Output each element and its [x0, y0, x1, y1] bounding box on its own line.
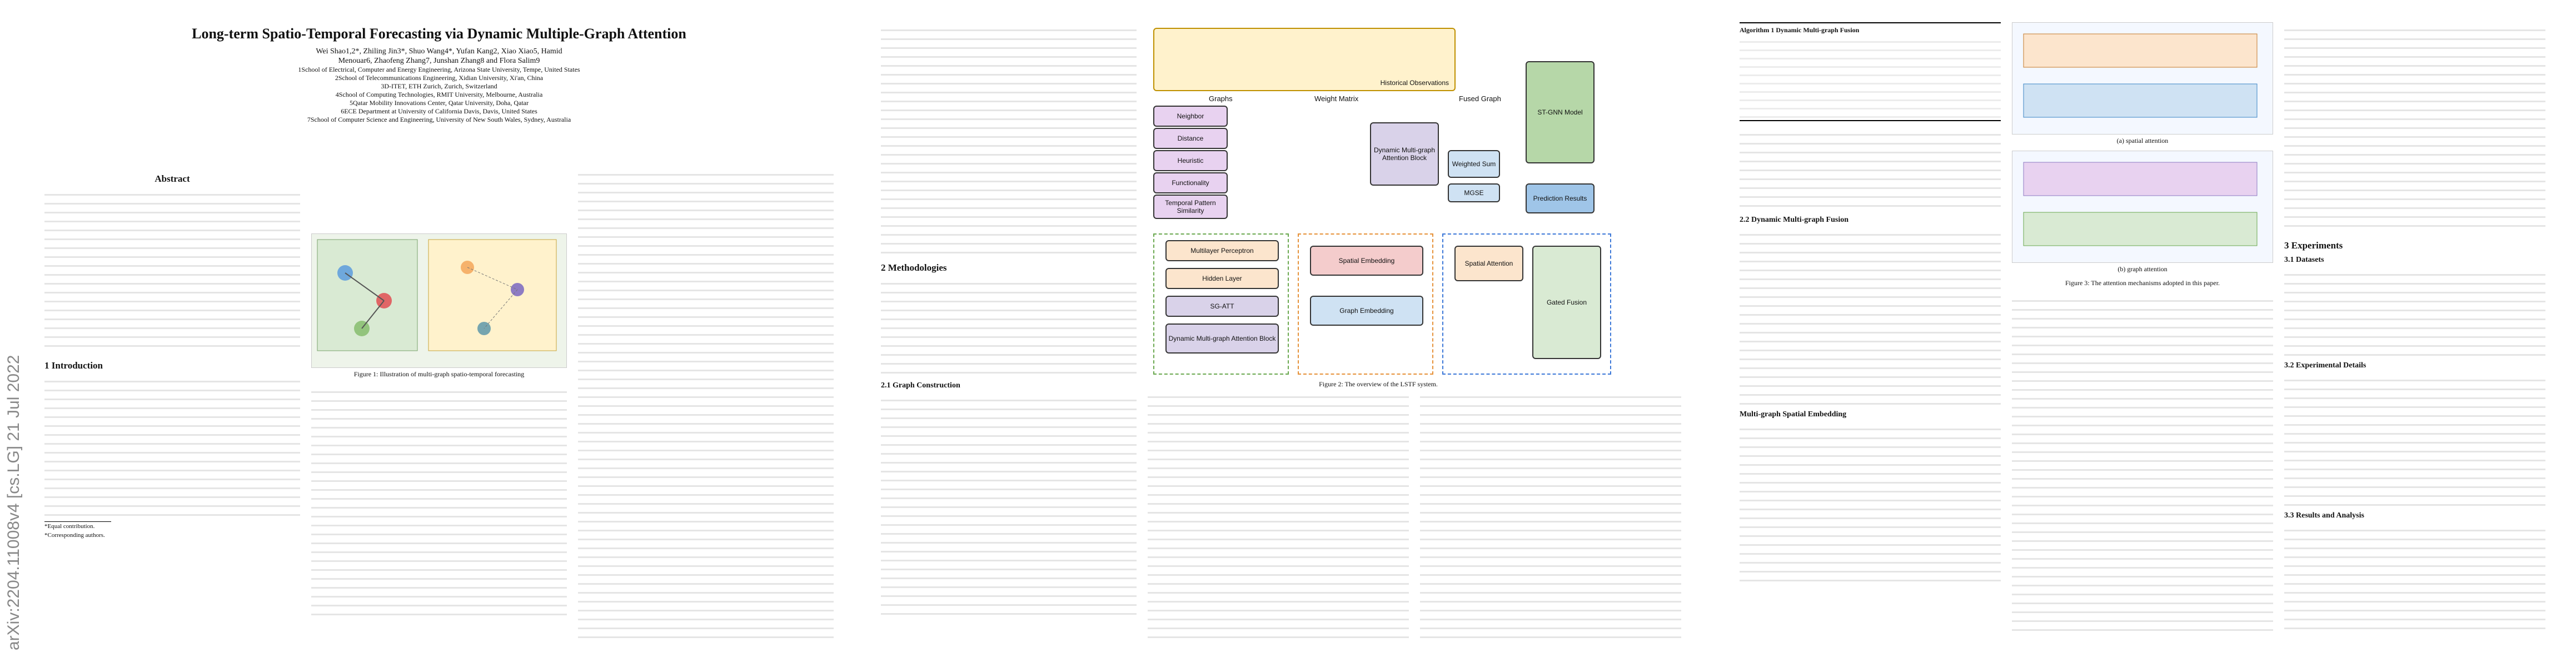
- temporal-graph: Temporal Pattern Similarity: [1153, 195, 1228, 219]
- mgse-block: MGSE: [1448, 183, 1500, 202]
- figure-1: Figure 1: Illustration of multi-graph sp…: [311, 233, 567, 618]
- graphs-label: Graphs: [1209, 94, 1233, 103]
- weighted-sum-block: Weighted Sum: [1448, 150, 1500, 178]
- page1-left-column: Abstract 1 Introduction *Equal contribut…: [44, 167, 300, 540]
- footnote-equal: *Equal contribution.: [44, 523, 95, 530]
- figure-3-caption: Figure 3: The attention mechanisms adopt…: [2065, 279, 2220, 287]
- footnote-corresponding: *Corresponding authors.: [44, 532, 105, 539]
- page3-middle-text: [2012, 293, 2273, 638]
- sgatt-block: SG-ATT: [1165, 296, 1279, 317]
- figure-3a: [2012, 22, 2273, 135]
- page3-left-column: Algorithm 1 Dynamic Multi-graph Fusion 2…: [1740, 22, 2001, 588]
- functionality-graph: Functionality: [1153, 172, 1228, 193]
- page2-right-text: [1420, 389, 1681, 645]
- affiliation-7: 7School of Computer Science and Engineer…: [307, 116, 571, 123]
- fused-graph-label: Fused Graph: [1459, 94, 1501, 103]
- page1-right-text: [578, 167, 834, 645]
- weight-matrix-label: Weight Matrix: [1314, 94, 1359, 103]
- mlp-block: Multilayer Perceptron: [1165, 240, 1279, 261]
- abstract-heading: Abstract: [155, 173, 190, 184]
- spatial-attention-block: Spatial Attention: [1454, 246, 1523, 281]
- section-2-2-heading: 2.2 Dynamic Multi-graph Fusion: [1740, 216, 1849, 224]
- spatial-embedding-block: Spatial Embedding: [1310, 246, 1423, 276]
- algorithm-1: Algorithm 1 Dynamic Multi-graph Fusion: [1740, 22, 2001, 121]
- affiliation-5: 5Qatar Mobility Innovations Center, Qata…: [350, 99, 529, 107]
- figure-3b-caption: (b) graph attention: [2117, 265, 2168, 273]
- figure-3a-caption: (a) spatial attention: [2116, 137, 2169, 145]
- dmga-block-detail: Dynamic Multi-graph Attention Block: [1165, 323, 1279, 354]
- stgnn-block: ST-GNN Model: [1526, 61, 1595, 163]
- datasets-heading: 3.1 Datasets: [2284, 256, 2324, 264]
- gated-fusion-block: Gated Fusion: [1532, 246, 1601, 359]
- hidden-layer-block: Hidden Layer: [1165, 268, 1279, 289]
- page2-left-text-top: 2 Methodologies 2.1 Graph Construction: [881, 22, 1137, 615]
- heuristic-graph: Heuristic: [1153, 150, 1228, 171]
- page-1: arXiv:2204.11008v4 [cs.LG] 21 Jul 2022 L…: [0, 0, 859, 667]
- intro-text: [44, 374, 300, 518]
- page2-middle-text: [1148, 389, 1409, 645]
- distance-graph: Distance: [1153, 128, 1228, 149]
- results-heading: 3.3 Results and Analysis: [2284, 511, 2364, 520]
- page1-middle-text: [311, 384, 567, 618]
- algorithm-title: Algorithm 1 Dynamic Multi-graph Fusion: [1740, 26, 1860, 34]
- affiliation-1: 1School of Electrical, Computer and Ener…: [298, 66, 580, 73]
- historical-observations-label: Historical Observations: [1380, 79, 1449, 87]
- sgatt-subfigure: Spatial Attention Gated Fusion: [1442, 233, 1611, 375]
- dmga-subfigure: Multilayer Perceptron Hidden Layer SG-AT…: [1153, 233, 1289, 375]
- affiliation-2: 2School of Telecommunications Engineerin…: [335, 74, 544, 82]
- author-line-2: Menouar6, Zhaofeng Zhang7, Junshan Zhang…: [338, 57, 540, 65]
- affiliation-4: 4School of Computing Technologies, RMIT …: [335, 91, 543, 98]
- author-line-1: Wei Shao1,2*, Zhiling Jin3*, Shuo Wang4*…: [316, 47, 562, 56]
- figure-1-illustration: [317, 239, 557, 351]
- dmga-block: Dynamic Multi-graph Attention Block: [1370, 122, 1439, 186]
- mgse-subfigure: Spatial Embedding Graph Embedding: [1298, 233, 1433, 375]
- figure-2-caption: Figure 2: The overview of the LSTF syste…: [1319, 380, 1438, 388]
- figure-3b: [2012, 151, 2273, 263]
- figure-1-caption: Figure 1: Illustration of multi-graph sp…: [353, 370, 525, 378]
- methods-heading: 2 Methodologies: [881, 262, 947, 273]
- page1-right-column: [578, 167, 834, 645]
- graph-embedding-block: Graph Embedding: [1310, 296, 1423, 326]
- affiliation-3: 3D-ITET, ETH Zurich, Zurich, Switzerland: [381, 82, 497, 90]
- experimental-details-heading: 3.2 Experimental Details: [2284, 361, 2366, 370]
- figure-3: (a) spatial attention (b) graph attentio…: [2012, 22, 2273, 638]
- page-3: Algorithm 1 Dynamic Multi-graph Fusion 2…: [1717, 0, 2576, 667]
- arxiv-stamp: arXiv:2204.11008v4 [cs.LG] 21 Jul 2022: [4, 355, 23, 650]
- intro-heading: 1 Introduction: [44, 360, 103, 371]
- neighbor-graph: Neighbor: [1153, 106, 1228, 127]
- figure-2: Historical Observations Graphs Weight Ma…: [1148, 22, 1698, 388]
- paper-title: Long-term Spatio-Temporal Forecasting vi…: [192, 26, 686, 42]
- affiliation-6: 6ECE Department at University of Califor…: [341, 107, 537, 115]
- experiments-heading: 3 Experiments: [2284, 240, 2343, 251]
- page3-right-column: 3 Experiments 3.1 Datasets 3.2 Experimen…: [2284, 22, 2545, 634]
- mgse-heading: Multi-graph Spatial Embedding: [1740, 410, 1847, 419]
- abstract-text: [44, 187, 300, 354]
- prediction-results-block: Prediction Results: [1526, 183, 1595, 213]
- page-2: 2 Methodologies 2.1 Graph Construction H…: [859, 0, 1717, 667]
- graph-construction-heading: 2.1 Graph Construction: [881, 381, 960, 390]
